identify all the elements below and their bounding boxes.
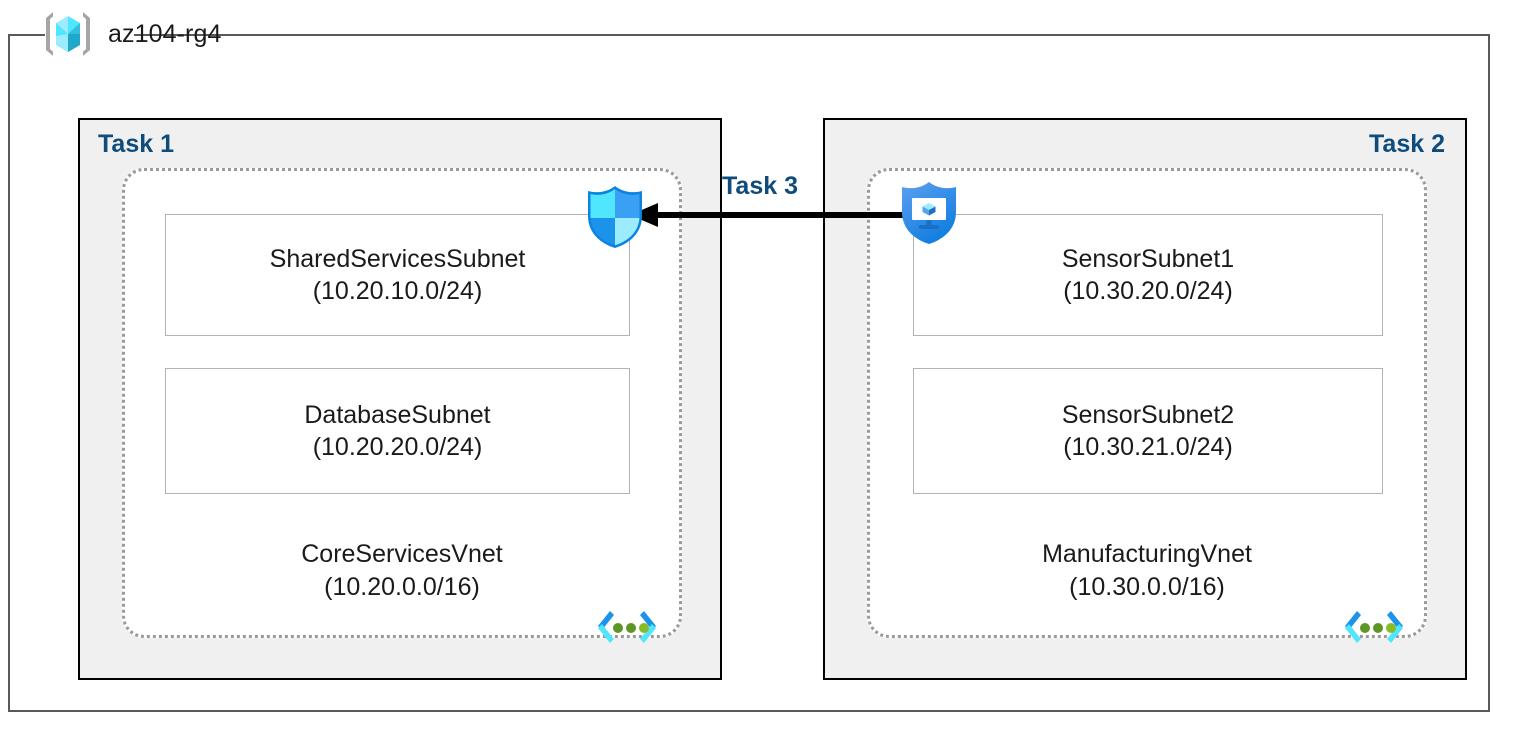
resource-group-boundary <box>8 34 1490 712</box>
task-1-label: Task 1 <box>98 130 174 158</box>
subnet-name: DatabaseSubnet <box>304 401 491 429</box>
virtual-network-icon <box>594 607 660 647</box>
subnet-cidr: (10.30.21.0/24) <box>1063 433 1233 461</box>
rg-border-top-right-segment <box>134 34 1490 36</box>
vnet-cidr: (10.30.0.0/16) <box>1069 572 1225 601</box>
task-3-connection-arrow <box>630 196 920 234</box>
subnet-name: SharedServicesSubnet <box>269 245 526 273</box>
vnet-name: ManufacturingVnet <box>1042 540 1252 568</box>
task-2-label: Task 2 <box>1369 130 1445 158</box>
vnet-name: CoreServicesVnet <box>301 540 503 568</box>
vnet-coreservices-caption: CoreServicesVnet (10.20.0.0/16) <box>122 538 682 603</box>
subnet-cidr: (10.20.10.0/24) <box>312 277 483 305</box>
rg-border-bottom <box>8 710 1490 712</box>
vnet-cidr: (10.20.0.0/16) <box>324 572 480 601</box>
subnet-cidr: (10.20.20.0/24) <box>312 433 483 461</box>
resource-group-cube-icon <box>40 6 96 62</box>
resource-group-title: az104-rg4 <box>108 19 222 48</box>
subnet-sensor2: SensorSubnet2 (10.30.21.0/24) <box>913 368 1383 494</box>
subnet-database: DatabaseSubnet (10.20.20.0/24) <box>165 368 630 494</box>
subnet-name: SensorSubnet2 <box>1061 401 1235 429</box>
subnet-name: SensorSubnet1 <box>1061 245 1235 273</box>
subnet-sensor1: SensorSubnet1 (10.30.20.0/24) <box>913 214 1383 336</box>
virtual-network-icon <box>1341 607 1407 647</box>
vnet-manufacturing-caption: ManufacturingVnet (10.30.0.0/16) <box>867 538 1427 603</box>
task-3-label: Task 3 <box>722 172 798 200</box>
rg-border-right <box>1488 34 1490 712</box>
subnet-cidr: (10.30.20.0/24) <box>1063 277 1233 305</box>
subnet-sharedservices: SharedServicesSubnet (10.20.10.0/24) <box>165 214 630 336</box>
firewall-shield-icon <box>584 184 646 250</box>
rg-border-left <box>8 34 10 712</box>
resource-group-header: az104-rg4 <box>40 2 221 66</box>
defender-shield-icon <box>898 180 960 246</box>
rg-border-top-left-segment <box>8 34 45 36</box>
